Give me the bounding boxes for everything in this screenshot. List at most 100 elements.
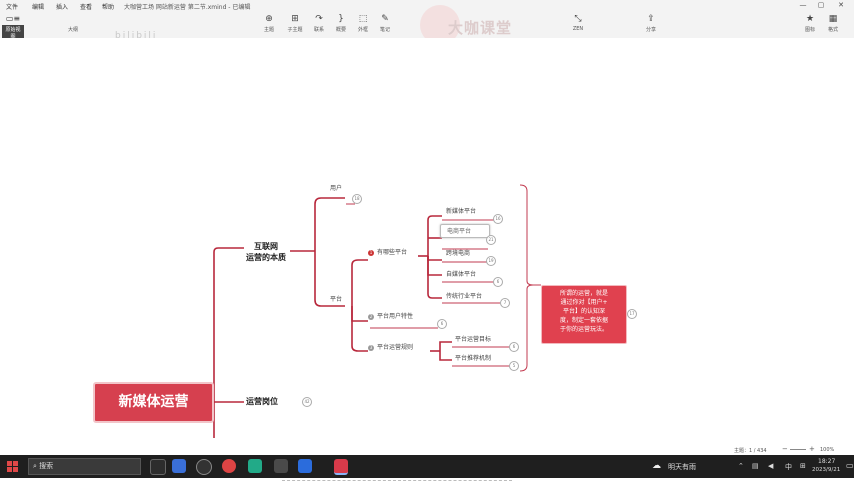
minimize-button[interactable]: —	[799, 1, 807, 9]
topic-button[interactable]: ⊕ 主题	[256, 14, 282, 33]
clock-time[interactable]: 18:27	[818, 458, 836, 465]
subtopic-icon: ⊞	[291, 14, 299, 24]
boundary-label: 外框	[357, 27, 368, 33]
file-explorer-icon[interactable]	[172, 459, 186, 473]
summary-badge[interactable]: 17	[627, 309, 637, 319]
windows-start-icon[interactable]	[7, 461, 18, 472]
node-user-badge[interactable]: 18	[352, 194, 362, 204]
priority-2-icon: 2	[368, 313, 374, 320]
close-button[interactable]: ✕	[838, 1, 844, 9]
weather-text[interactable]: 明天有雨	[668, 463, 696, 471]
crossborder-badge[interactable]: 19	[486, 256, 496, 266]
node-platform-user-traits-label: 平台用户特性	[377, 313, 414, 320]
menu-view[interactable]: 查看	[80, 4, 93, 11]
node-operation-goals[interactable]: 平台运营目标	[455, 336, 492, 343]
boundary-icon: ⬚	[358, 14, 368, 24]
zen-button[interactable]: ⤡ ZEN	[565, 14, 591, 32]
ime-mode-icon[interactable]: ⊞	[800, 462, 806, 470]
node-ecommerce-platform[interactable]: 电商平台	[440, 224, 490, 238]
menu-edit[interactable]: 编辑	[32, 4, 45, 11]
share-label: 分享	[645, 27, 656, 33]
zen-label: ZEN	[572, 26, 584, 32]
icon-panel-label: 图标	[804, 27, 815, 33]
sidebar-icon: ▭≡	[5, 14, 21, 23]
menu-help[interactable]: 帮助	[102, 4, 115, 11]
connector-lines	[213, 184, 541, 438]
ime-indicator[interactable]: 中	[785, 463, 792, 471]
traditional-badge[interactable]: 7	[500, 298, 510, 308]
node-crossborder-ecommerce[interactable]: 跨境电商	[446, 250, 471, 257]
zen-icon: ⤡	[574, 14, 582, 24]
maximize-button[interactable]: ▢	[817, 1, 825, 9]
node-new-media-platform[interactable]: 新媒体平台	[446, 208, 477, 215]
watermark-text: 大咖课堂	[448, 19, 513, 37]
format-icon: ▦	[828, 14, 838, 24]
branch-operation-positions[interactable]: 运营岗位	[246, 397, 278, 406]
icon-panel-button[interactable]: ★图标	[797, 14, 823, 33]
xmind-icon[interactable]	[334, 459, 348, 475]
volume-icon[interactable]: ◀	[768, 462, 774, 470]
topic-label: 主题	[263, 27, 274, 33]
new-media-badge[interactable]: 16	[493, 214, 503, 224]
summary-text: 所谓的运营，就是 通过你对【用户+ 平台】的认知深 度，制定一套依据 于你的运营…	[559, 290, 608, 333]
outline-label: 大纲	[67, 27, 78, 33]
note-icon: ✎	[381, 14, 389, 24]
node-platform[interactable]: 平台	[330, 296, 343, 303]
outline-button[interactable]: 大纲	[62, 14, 84, 33]
share-button[interactable]: ⇪分享	[638, 14, 664, 33]
view-mode-label: 原始视图	[2, 25, 24, 41]
summary-button[interactable]: }概要	[328, 14, 354, 33]
node-user[interactable]: 用户	[330, 185, 343, 192]
task-view-icon[interactable]	[150, 459, 166, 475]
node-traditional-platform[interactable]: 传统行业平台	[446, 293, 483, 300]
relationship-button[interactable]: ↷ 联系	[306, 14, 332, 33]
note-label: 笔记	[379, 27, 390, 33]
relationship-label: 联系	[313, 27, 324, 33]
app3-icon[interactable]	[298, 459, 312, 473]
zoom-slider[interactable]	[790, 449, 806, 450]
node-self-media-platform[interactable]: 自媒体平台	[446, 271, 477, 278]
status-bar: 主题：1 / 434 − + 100%	[0, 444, 854, 455]
app-icon[interactable]	[196, 459, 212, 475]
subtopic-button[interactable]: ⊞子主题	[282, 14, 308, 33]
format-panel-button[interactable]: ▦格式	[820, 14, 846, 33]
node-recommend-mechanism[interactable]: 平台推荐机制	[455, 355, 492, 362]
root-topic[interactable]: 新媒体运营	[93, 382, 214, 423]
node-traits-badge[interactable]: 6	[437, 319, 447, 329]
browser-icon[interactable]	[222, 459, 236, 473]
boundary-button[interactable]: ⬚ 外框	[350, 14, 376, 33]
menu-insert[interactable]: 插入	[56, 4, 69, 11]
zoom-out-button[interactable]: −	[782, 445, 788, 453]
branch-positions-collapse-badge[interactable]: 42	[302, 397, 312, 407]
summary-icon: }	[338, 14, 344, 24]
priority-1-icon: 1	[368, 249, 374, 256]
clock-date[interactable]: 2023/9/21	[812, 467, 841, 473]
wechat-icon[interactable]	[248, 459, 262, 473]
network-icon[interactable]: ▤	[752, 462, 759, 470]
taskbar-search-input[interactable]: ⌕ 搜索	[28, 458, 141, 475]
view-mode-button[interactable]: ▭≡ 原始视图	[2, 14, 24, 41]
app2-icon[interactable]	[274, 459, 288, 473]
self-media-badge[interactable]: 6	[493, 277, 503, 287]
title-bar: 文件 编辑 插入 查看 帮助 大咖营工场 网站新运营 第二节.xmind - 已…	[0, 0, 854, 11]
relationship-icon: ↷	[315, 14, 323, 24]
search-icon: ⌕	[33, 462, 40, 470]
menu-file[interactable]: 文件	[6, 4, 19, 11]
tray-arrow-icon[interactable]: ⌃	[738, 462, 744, 470]
search-placeholder: 搜索	[39, 462, 54, 470]
note-button[interactable]: ✎ 笔记	[372, 14, 398, 33]
topic-count: 主题：1 / 434	[734, 448, 767, 454]
topic-icon: ⊕	[265, 14, 273, 24]
goals-badge[interactable]: 6	[509, 342, 519, 352]
node-which-platforms-label: 有哪些平台	[377, 249, 408, 256]
zoom-in-button[interactable]: +	[809, 445, 815, 453]
recommend-badge[interactable]: 5	[509, 361, 519, 371]
ecommerce-badge[interactable]: 21	[486, 235, 496, 245]
branch-internet-essence[interactable]: 互联网 运营的本质	[246, 242, 286, 262]
summary-topic[interactable]: 所谓的运营，就是 通过你对【用户+ 平台】的认知深 度，制定一套依据 于你的运营…	[541, 285, 627, 344]
notification-icon[interactable]: ▭	[846, 461, 854, 470]
